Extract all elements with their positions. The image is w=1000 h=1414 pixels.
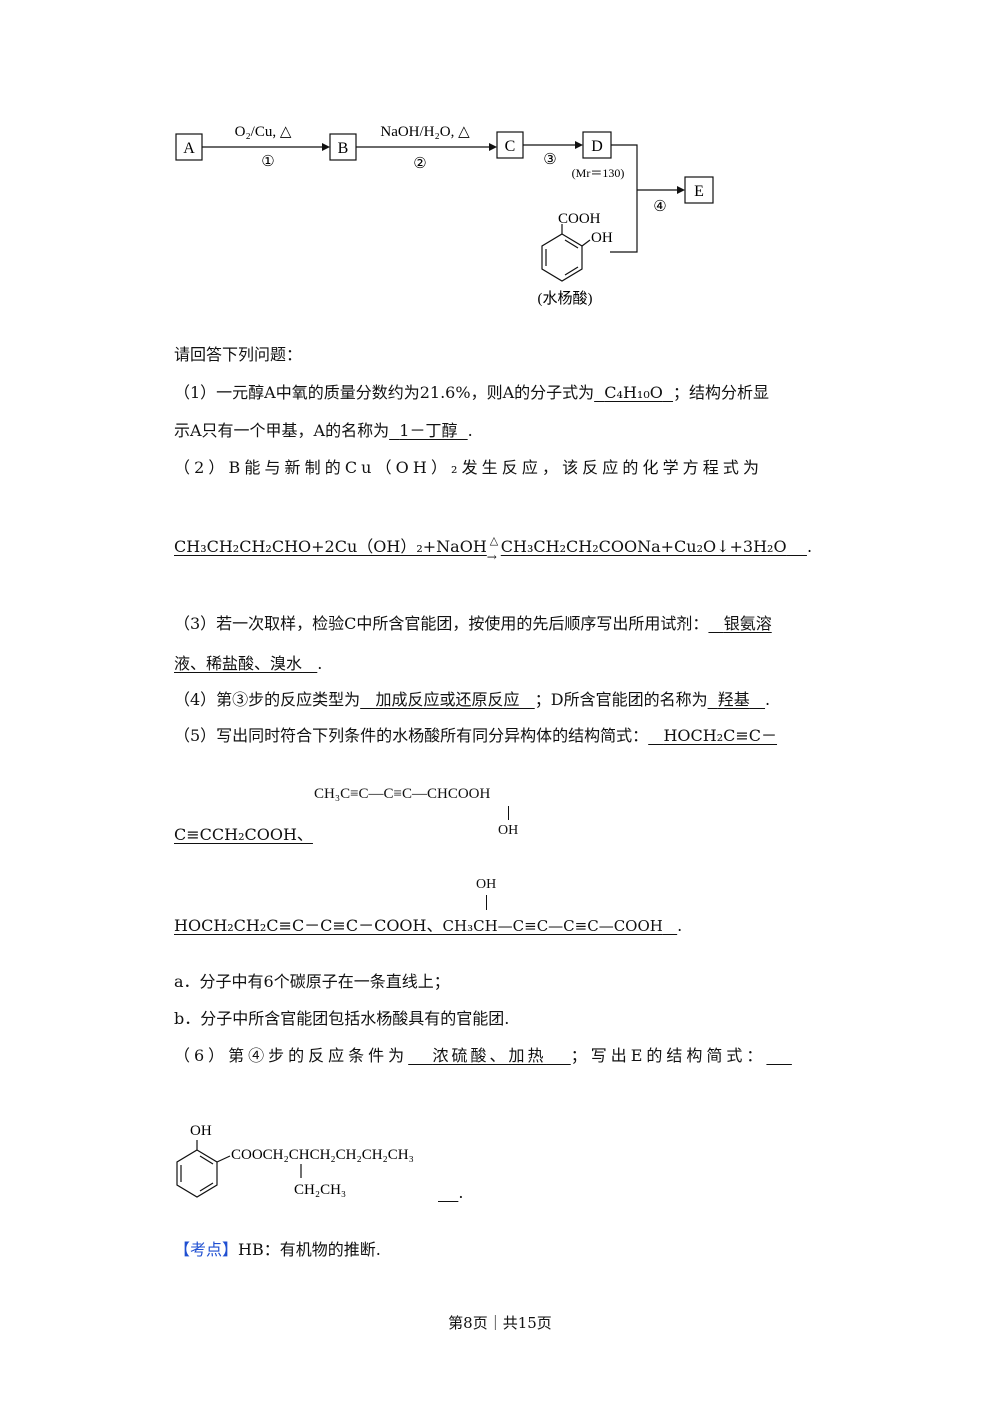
q3-line1: （3）若一次取样，检验C中所含官能团，按使用的先后顺序写出所用试剂： 银氨溶 bbox=[174, 614, 772, 634]
e-oh: OH bbox=[190, 1123, 212, 1139]
kaodian-text: HB：有机物的推断. bbox=[238, 1240, 381, 1259]
q5-iso4-bond bbox=[486, 895, 487, 910]
condition-a: a．分子中有6个碳原子在一条直线上； bbox=[174, 972, 450, 991]
q4-line: （4）第③步的反应类型为 加成反应或还原反应 ；D所含官能团的名称为 羟基 . bbox=[174, 690, 770, 710]
q5-text: （5）写出同时符合下列条件的水杨酸所有同分异构体的结构简式： bbox=[174, 726, 649, 745]
arrow2-step: ② bbox=[413, 156, 426, 172]
q2-equation-underline: CH₃CH₂CH₂CHO+2Cu（OH）₂+NaOH△→ CH₃CH₂CH₂CO… bbox=[174, 534, 807, 564]
box-a-label: A bbox=[183, 140, 195, 157]
salicylic-oh: OH bbox=[591, 230, 613, 246]
q3-answer-b: 液、稀盐酸、溴水 bbox=[174, 654, 303, 673]
q5-iso1-a: HOCH₂C≡C－ bbox=[663, 726, 778, 745]
arrow4-step: ④ bbox=[653, 199, 666, 215]
q1-end: . bbox=[467, 421, 473, 440]
q4-answer-group: 羟基 bbox=[717, 690, 750, 709]
q6-answer-blank bbox=[766, 1046, 791, 1065]
q3-line2: 液、稀盐酸、溴水 . bbox=[174, 654, 322, 674]
salicylic-cooh: COOH bbox=[558, 211, 601, 227]
q1-text-a: （1）一元醇A中氧的质量分数约为21.6%，则A的分子式为 bbox=[174, 383, 595, 402]
q5-iso2-bond bbox=[508, 806, 509, 820]
q4-answer-type: 加成反应或还原反应 bbox=[375, 690, 520, 709]
arrow1-condition: O₂/Cu, △ bbox=[235, 124, 292, 140]
q6-line: （6）第④步的反应条件为 浓硫酸、加热 ；写出E的结构简式： bbox=[174, 1046, 792, 1066]
q6-text-a: （6）第④步的反应条件为 bbox=[174, 1046, 409, 1065]
q5-iso1-b: C≡CCH₂COOH、 bbox=[174, 825, 313, 844]
q1-line2: 示A只有一个甲基，A的名称为 1－丁醇 . bbox=[174, 421, 473, 441]
q6-answer-cond: 浓硫酸、加热 bbox=[432, 1046, 547, 1065]
q5-iso2-oh: OH bbox=[498, 823, 519, 838]
q5-iso4-oh: OH bbox=[476, 877, 497, 892]
q3-answer-a: 银氨溶 bbox=[723, 614, 772, 633]
q2-equation-right: CH₃CH₂CH₂COONa+Cu₂O↓+3H₂O bbox=[500, 537, 787, 556]
arrow2-condition: NaOH/H₂O, △ bbox=[380, 124, 470, 140]
q4-text-b: ；D所含官能团的名称为 bbox=[534, 690, 708, 709]
q5-line: （5）写出同时符合下列条件的水杨酸所有同分异构体的结构简式： HOCH₂C≡C－ bbox=[174, 726, 777, 746]
q5-end: . bbox=[677, 916, 683, 935]
arrow3-step: ③ bbox=[543, 152, 556, 168]
q1-text-b: ；结构分析显 bbox=[673, 383, 770, 402]
intro-text: 请回答下列问题： bbox=[174, 345, 303, 364]
q6-text-b: ；写出E的结构简式： bbox=[570, 1046, 767, 1065]
q5-iso1-line: C≡CCH₂COOH、 bbox=[174, 825, 313, 845]
box-c-label: C bbox=[505, 138, 516, 155]
d-molar-mass: (Mr＝130) bbox=[572, 166, 625, 180]
box-b-label: B bbox=[338, 140, 349, 157]
q4-text-a: （4）第③步的反应类型为 bbox=[174, 690, 361, 709]
q1-answer-name: 1－丁醇 bbox=[399, 421, 458, 440]
reaction-scheme: A B C D E O₂/Cu, △ ① NaOH/H₂O, △ ② ③ (Mr… bbox=[175, 124, 714, 307]
page-footer: 第8页｜共15页 bbox=[448, 1314, 552, 1332]
q2-equation-left: CH₃CH₂CH₂CHO+2Cu（OH）₂+NaOH bbox=[174, 537, 487, 556]
condition-b: b．分子中所含官能团包括水杨酸具有的官能团. bbox=[174, 1009, 510, 1028]
q2-equation: CH₃CH₂CH₂CHO+2Cu（OH）₂+NaOH△→ CH₃CH₂CH₂CO… bbox=[174, 534, 813, 564]
arrow1-step: ① bbox=[261, 154, 274, 170]
kaodian: 【考点】HB：有机物的推断. bbox=[174, 1240, 381, 1260]
q3-end: . bbox=[317, 654, 323, 673]
e-structure: OH COOCH₂CHCH₂CH₂CH₂CH₃ CH₂CH₃ bbox=[176, 1123, 414, 1198]
q1-answer-formula: C₄H₁₀O bbox=[604, 383, 663, 402]
kaodian-tag: 【考点】 bbox=[174, 1240, 239, 1259]
q4-end: . bbox=[765, 690, 771, 709]
q2-text: （2）B能与新制的Cu（OH）₂发生反应，该反应的化学方程式为 bbox=[174, 458, 764, 477]
q3-text-a: （3）若一次取样，检验C中所含官能团，按使用的先后顺序写出所用试剂： bbox=[174, 614, 709, 633]
q5-iso34-line: HOCH₂CH₂C≡C－C≡C－COOH、CH₃CH—C≡C—C≡C—COOH … bbox=[174, 916, 682, 936]
salicylic-name: (水杨酸) bbox=[538, 290, 593, 307]
q5-iso2-main: CH₃C≡C—C≡C—CHCOOH bbox=[314, 786, 491, 802]
q2-equation-arrow: △→ bbox=[486, 534, 499, 564]
q5-iso4-main: CH₃CH—C≡C—C≡C—COOH bbox=[442, 917, 663, 935]
box-d-label: D bbox=[591, 138, 603, 155]
e-chain: COOCH₂CHCH₂CH₂CH₂CH₃ bbox=[231, 1147, 414, 1163]
q1-line1: （1）一元醇A中氧的质量分数约为21.6%，则A的分子式为 C₄H₁₀O ；结构… bbox=[174, 383, 769, 403]
q1-text-c: 示A只有一个甲基，A的名称为 bbox=[174, 421, 390, 440]
salicylic-acid-structure bbox=[541, 224, 591, 282]
e-branch: CH₂CH₃ bbox=[294, 1182, 346, 1198]
q2-end: . bbox=[806, 537, 813, 556]
box-e-label: E bbox=[694, 183, 704, 200]
q5-iso3: HOCH₂CH₂C≡C－C≡C－COOH、 bbox=[174, 916, 443, 935]
q6-end-line: . bbox=[458, 1183, 464, 1202]
